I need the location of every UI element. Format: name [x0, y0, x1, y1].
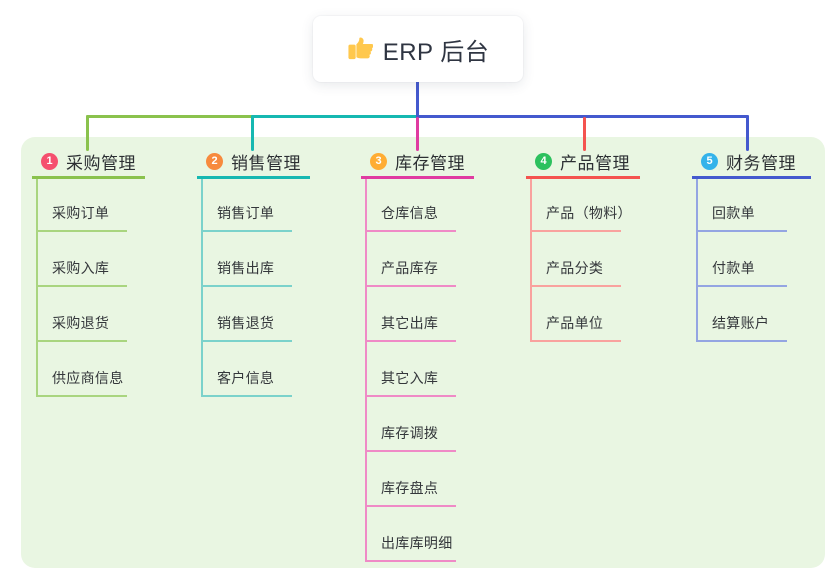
branch-label: 销售管理	[231, 154, 301, 173]
child-label: 产品单位	[546, 315, 604, 331]
branch-header[interactable]: 1 采购管理	[32, 147, 145, 179]
child-node[interactable]: 出库库明细	[365, 507, 456, 562]
child-node[interactable]: 采购入库	[36, 232, 127, 287]
child-label: 销售订单	[217, 205, 275, 221]
branch-index-badge: 5	[701, 153, 718, 170]
child-label: 销售出库	[217, 260, 275, 276]
branch-header[interactable]: 3 库存管理	[361, 147, 474, 179]
child-node[interactable]: 产品单位	[530, 287, 621, 342]
branch-children: 仓库信息产品库存其它出库其它入库库存调拨库存盘点出库库明细	[365, 177, 456, 562]
root-node-label: ERP 后台	[382, 38, 490, 66]
branch-index-badge: 1	[41, 153, 58, 170]
branch-spine	[201, 179, 203, 397]
child-label: 产品库存	[381, 260, 439, 276]
child-node[interactable]: 采购退货	[36, 287, 127, 342]
branch-children: 销售订单销售出库销售退货客户信息	[201, 177, 292, 397]
branch-children: 采购订单采购入库采购退货供应商信息	[36, 177, 127, 397]
branch-index-badge: 2	[206, 153, 223, 170]
child-node[interactable]: 采购订单	[36, 177, 127, 232]
branch-label: 产品管理	[560, 154, 630, 173]
child-node[interactable]: 其它入库	[365, 342, 456, 397]
branch-spine	[530, 179, 532, 342]
thumbs-up-icon	[347, 36, 373, 62]
child-label: 销售退货	[217, 315, 275, 331]
branch-index-badge: 3	[370, 153, 387, 170]
branch-children: 回款单付款单结算账户	[696, 177, 787, 342]
child-label: 回款单	[712, 205, 755, 221]
branch-spine	[365, 179, 367, 562]
child-label: 库存盘点	[381, 480, 439, 496]
connector-root-stem	[416, 80, 419, 118]
connector-branch2-horizontal	[251, 115, 419, 118]
connector-branch1-horizontal	[86, 115, 254, 118]
child-label: 其它入库	[381, 370, 439, 386]
branch-index-badge: 4	[535, 153, 552, 170]
child-node[interactable]: 库存调拨	[365, 397, 456, 452]
child-label: 供应商信息	[52, 370, 124, 386]
branch-spine	[696, 179, 698, 342]
child-node[interactable]: 供应商信息	[36, 342, 127, 397]
child-node[interactable]: 销售订单	[201, 177, 292, 232]
child-node[interactable]: 产品库存	[365, 232, 456, 287]
connector-right-horizontal	[416, 115, 749, 118]
branch-header[interactable]: 4 产品管理	[526, 147, 640, 179]
child-node[interactable]: 仓库信息	[365, 177, 456, 232]
child-label: 采购订单	[52, 205, 110, 221]
child-label: 客户信息	[217, 370, 275, 386]
child-label: 付款单	[712, 260, 755, 276]
connector-branch1-drop	[86, 115, 89, 151]
child-node[interactable]: 付款单	[696, 232, 787, 287]
child-node[interactable]: 产品（物料）	[530, 177, 632, 232]
connector-branch4-drop	[583, 117, 586, 151]
child-label: 结算账户	[712, 315, 770, 331]
mindmap-panel	[21, 137, 825, 568]
branch-label: 库存管理	[395, 154, 465, 173]
child-label: 库存调拨	[381, 425, 439, 441]
child-label: 出库库明细	[381, 535, 453, 551]
connector-branch2-drop	[251, 115, 254, 151]
branch-header[interactable]: 2 销售管理	[197, 147, 310, 179]
child-label: 仓库信息	[381, 205, 439, 221]
root-node-erp[interactable]: ERP 后台	[313, 16, 523, 82]
connector-branch3-drop	[416, 117, 419, 151]
child-label: 采购入库	[52, 260, 110, 276]
child-node[interactable]: 销售出库	[201, 232, 292, 287]
branch-children: 产品（物料） 产品分类产品单位	[530, 177, 632, 342]
child-node[interactable]: 其它出库	[365, 287, 456, 342]
child-label: 产品分类	[546, 260, 604, 276]
branch-label: 财务管理	[726, 154, 796, 173]
child-node[interactable]: 产品分类	[530, 232, 621, 287]
child-node[interactable]: 销售退货	[201, 287, 292, 342]
child-label: 采购退货	[52, 315, 110, 331]
child-label: 其它出库	[381, 315, 439, 331]
child-node[interactable]: 库存盘点	[365, 452, 456, 507]
child-label: 产品（物料）	[546, 205, 632, 221]
branch-header[interactable]: 5 财务管理	[692, 147, 811, 179]
branch-spine	[36, 179, 38, 397]
branch-label: 采购管理	[66, 154, 136, 173]
child-node[interactable]: 回款单	[696, 177, 787, 232]
connector-branch5-drop	[746, 115, 749, 151]
child-node[interactable]: 结算账户	[696, 287, 787, 342]
child-node[interactable]: 客户信息	[201, 342, 292, 397]
